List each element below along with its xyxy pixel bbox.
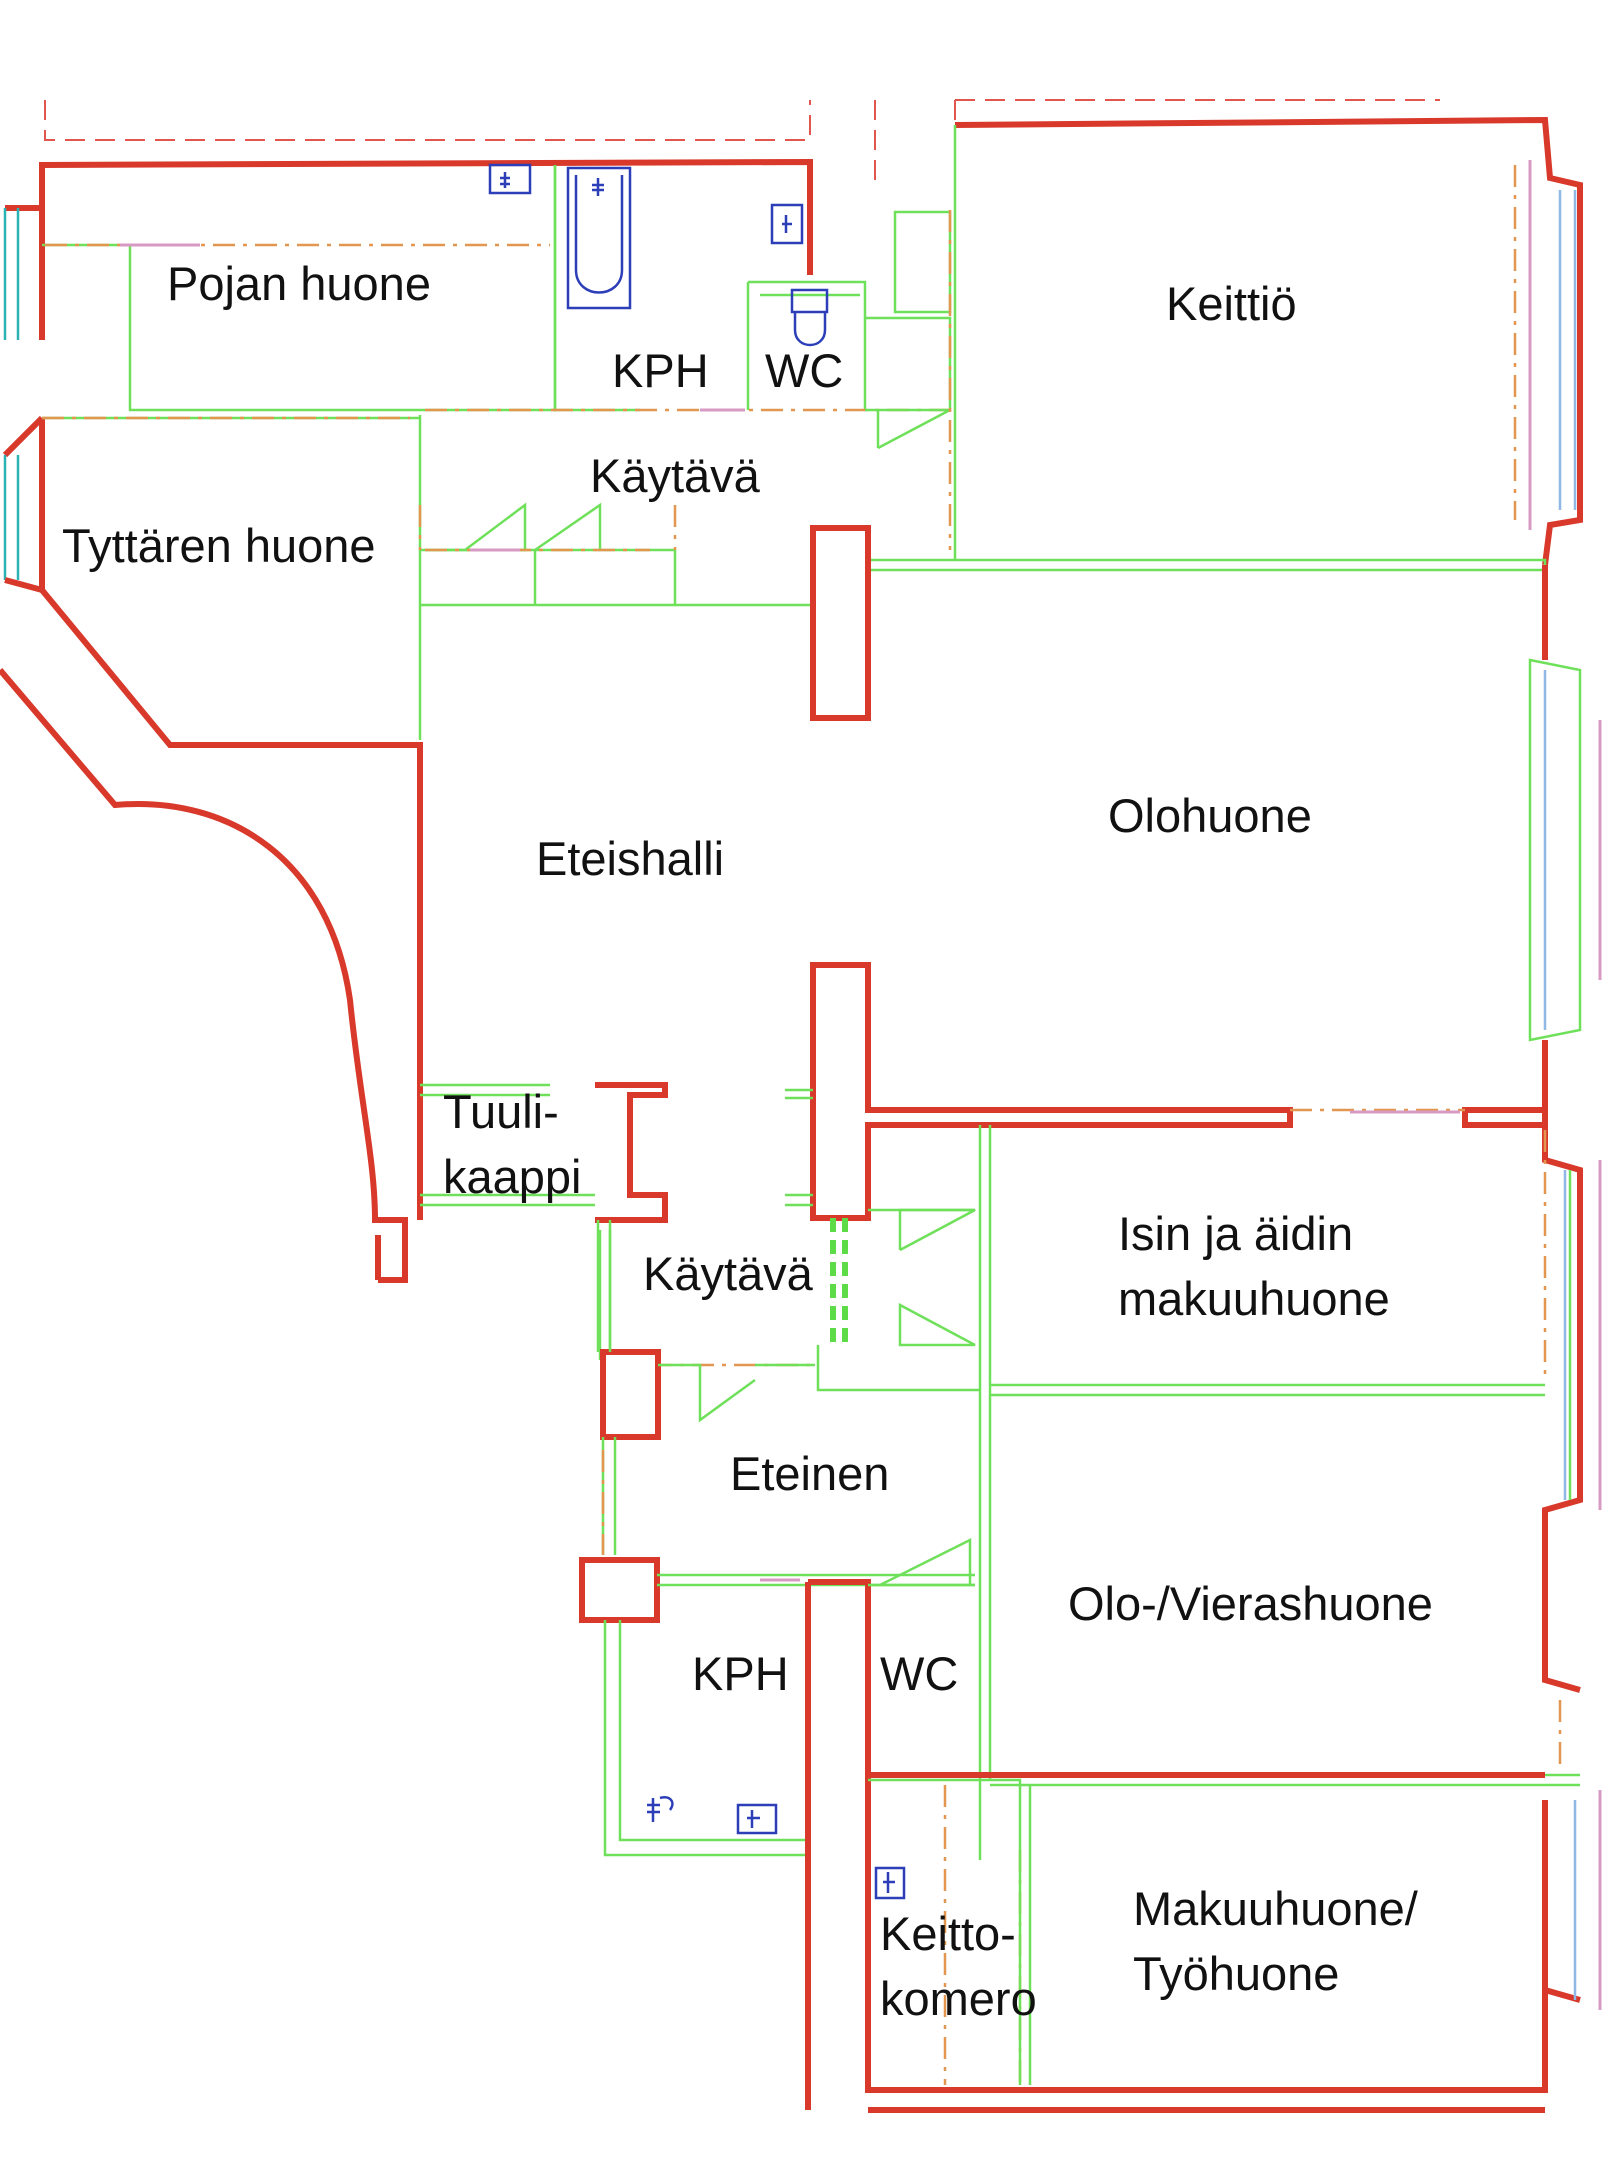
tyttaren-huone-walls <box>2 415 423 1220</box>
label-eteishalli: Eteishalli <box>536 832 724 885</box>
label-kph-top: KPH <box>612 344 709 397</box>
outer-dashed-outline <box>44 99 1440 190</box>
toilet-tank-icon <box>790 288 829 314</box>
label-keitto-2: komero <box>880 1972 1037 2025</box>
label-wc-top: WC <box>765 344 843 397</box>
label-isin-2: makuuhuone <box>1118 1272 1390 1325</box>
label-makuu-1: Makuuhuone/ <box>1133 1882 1419 1935</box>
keittio-walls <box>865 116 1583 572</box>
label-kaytava-top: Käytävä <box>590 449 761 502</box>
label-kph-bottom: KPH <box>692 1647 789 1700</box>
label-kaytava-mid: Käytävä <box>643 1247 814 1300</box>
makuuhuone-tyohuone <box>1542 1790 1602 2010</box>
sink-icon <box>488 163 532 195</box>
shower-icon <box>647 1796 674 1822</box>
label-makuu-2: Työhuone <box>1133 1947 1339 2000</box>
tuulikaappi <box>420 1082 668 1360</box>
olohuone-walls <box>1290 565 1602 1560</box>
label-tyttaren-huone: Tyttären huone <box>62 519 376 572</box>
label-keittio: Keittiö <box>1166 277 1297 330</box>
kaytava-top <box>418 415 815 740</box>
label-wc-bottom: WC <box>880 1647 958 1700</box>
kph-top-room <box>425 165 950 412</box>
label-isin-1: Isin ja äidin <box>1118 1207 1353 1260</box>
basin-bottom-icon <box>736 1803 778 1835</box>
isin-ja-aidin-makuuhuone <box>990 1130 1602 1510</box>
label-olohuone: Olohuone <box>1108 789 1312 842</box>
toilet-bowl-icon <box>793 312 827 347</box>
label-tuulikaappi-2: kaappi <box>443 1150 582 1203</box>
bathtub-icon <box>566 166 632 310</box>
label-keitto-1: Keitto- <box>880 1907 1016 1960</box>
eteinen <box>579 1220 975 1623</box>
room-labels: Pojan huone KPH WC Keittiö Käytävä Tyttä… <box>62 257 1433 2025</box>
label-pojan-huone: Pojan huone <box>167 257 431 310</box>
curved-exterior-wall <box>0 668 408 1283</box>
label-tuulikaappi-1: Tuuli- <box>443 1085 559 1138</box>
label-eteinen: Eteinen <box>730 1447 889 1500</box>
kph-bottom <box>603 1579 1548 2113</box>
label-olo-vierashuone: Olo-/Vierashuone <box>1068 1577 1433 1630</box>
washbasin-icon <box>770 203 804 245</box>
stove-icon <box>874 1866 906 1900</box>
fixtures <box>488 163 906 1900</box>
central-pillars <box>785 525 1293 1221</box>
